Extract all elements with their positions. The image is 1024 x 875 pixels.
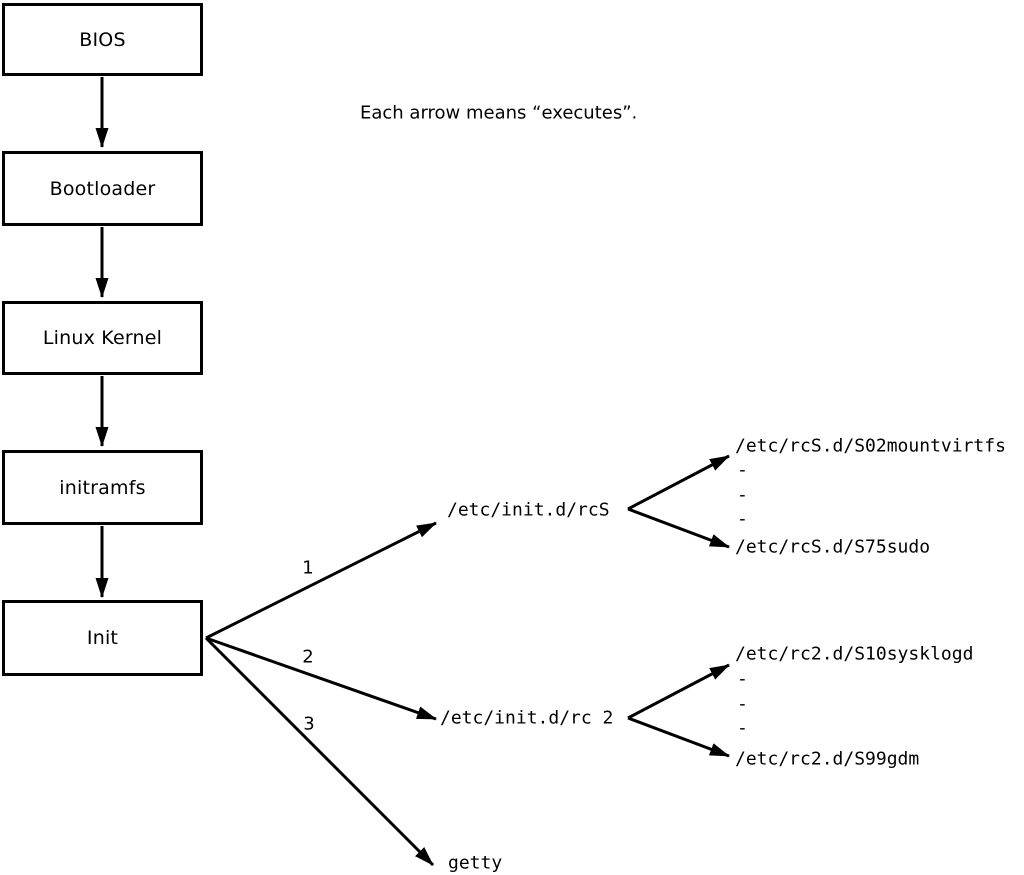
node-bootloader-label: Bootloader [49,177,156,200]
rc2d-ellipsis-dash: - [737,717,748,739]
node-initramfs-label: initramfs [59,476,146,499]
rcSd-ellipsis-dash: - [737,508,748,530]
branch-number-3: 3 [303,713,315,735]
rcSd-ellipsis-dash: - [737,459,748,481]
rc2d-ellipsis-dash: - [737,693,748,715]
node-bios: BIOS [2,3,203,76]
node-initramfs: initramfs [2,450,203,525]
node-rcSd-s02mountvirtfs: /etc/rcS.d/S02mountvirtfs [735,435,1006,457]
node-etc-init-d-rc2: /etc/init.d/rc 2 [440,707,614,729]
node-bios-label: BIOS [79,28,126,51]
rcSd-ellipsis-dash: - [737,484,748,506]
arrow-rcS-to-s75sudo [627,507,730,549]
node-linux-kernel-label: Linux Kernel [42,327,163,349]
node-linux-kernel: Linux Kernel [2,301,203,375]
node-rcSd-s75sudo: /etc/rcS.d/S75sudo [735,536,931,558]
arrow-rc2-to-s99gdm [627,716,730,758]
node-getty: getty [448,852,503,874]
branch-number-1: 1 [302,557,314,579]
node-bootloader: Bootloader [2,151,203,226]
arrow-rc2-to-s10sysklogd [627,663,730,720]
branch-number-2: 2 [302,646,314,668]
node-etc-init-d-rcS: /etc/init.d/rcS [447,499,610,521]
node-init: Init [2,600,203,676]
legend-caption: Each arrow means “executes”. [360,102,638,124]
arrow-init-to-getty [204,636,435,867]
arrow-init-to-rc2 [205,636,437,721]
arrow-rcS-to-s02mountvirtfs [627,454,730,511]
rc2d-ellipsis-dash: - [737,668,748,690]
node-init-label: Init [86,627,119,649]
node-rc2d-s99gdm: /etc/rc2.d/S99gdm [735,748,920,770]
arrow-init-to-rcS [205,521,437,640]
node-rc2d-s10sysklogd: /etc/rc2.d/S10sysklogd [735,643,974,665]
